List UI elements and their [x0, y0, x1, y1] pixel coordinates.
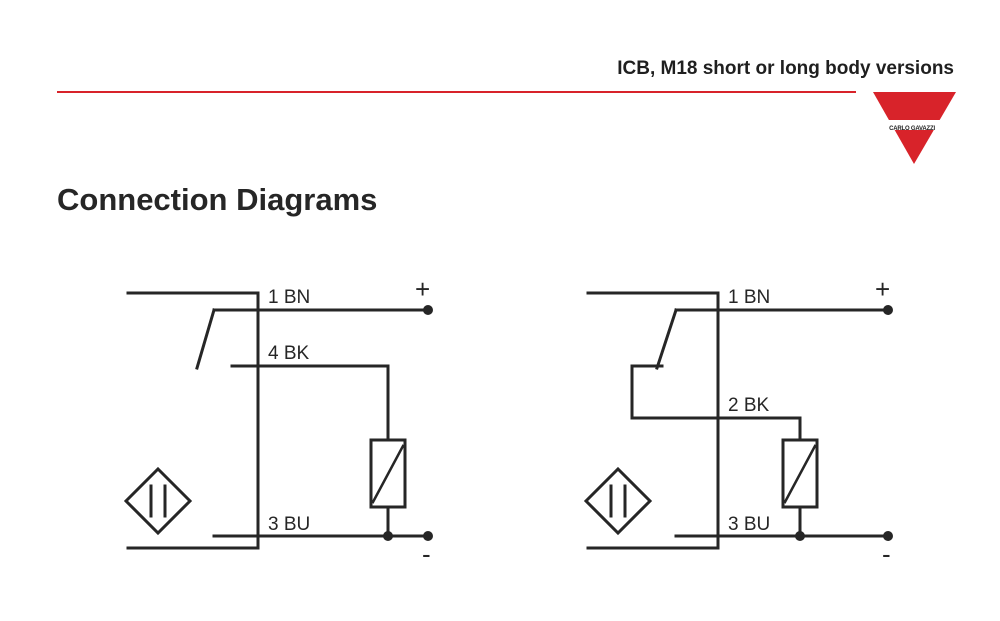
wire-label-bk: 4 BK [268, 343, 310, 364]
wire-label-bn: 1 BN [728, 287, 770, 308]
junction-2 [795, 531, 805, 541]
minus-sign: - [422, 539, 431, 569]
minus-sign: - [882, 539, 891, 569]
diagram-2 [583, 291, 890, 550]
carlo-gavazzi-logo [873, 92, 956, 164]
wire-label-bu: 3 BU [268, 514, 310, 535]
terminal-plus-2 [883, 305, 893, 315]
wire-label-bu: 3 BU [728, 514, 770, 535]
junction-1 [383, 531, 393, 541]
wire-label-bk: 2 BK [728, 395, 770, 416]
plus-sign: + [415, 274, 430, 304]
terminal-plus-1 [423, 305, 433, 315]
terminal-minus-1 [423, 531, 433, 541]
plus-sign: + [875, 274, 890, 304]
diagram-1 [123, 291, 430, 550]
wire-label-bn: 1 BN [268, 287, 310, 308]
header-divider [57, 91, 856, 93]
terminal-minus-2 [883, 531, 893, 541]
section-title: Connection Diagrams [57, 182, 378, 217]
logo-text: CARLO GAVAZZI [889, 126, 935, 132]
document-header-title: ICB, M18 short or long body versions [617, 58, 954, 79]
